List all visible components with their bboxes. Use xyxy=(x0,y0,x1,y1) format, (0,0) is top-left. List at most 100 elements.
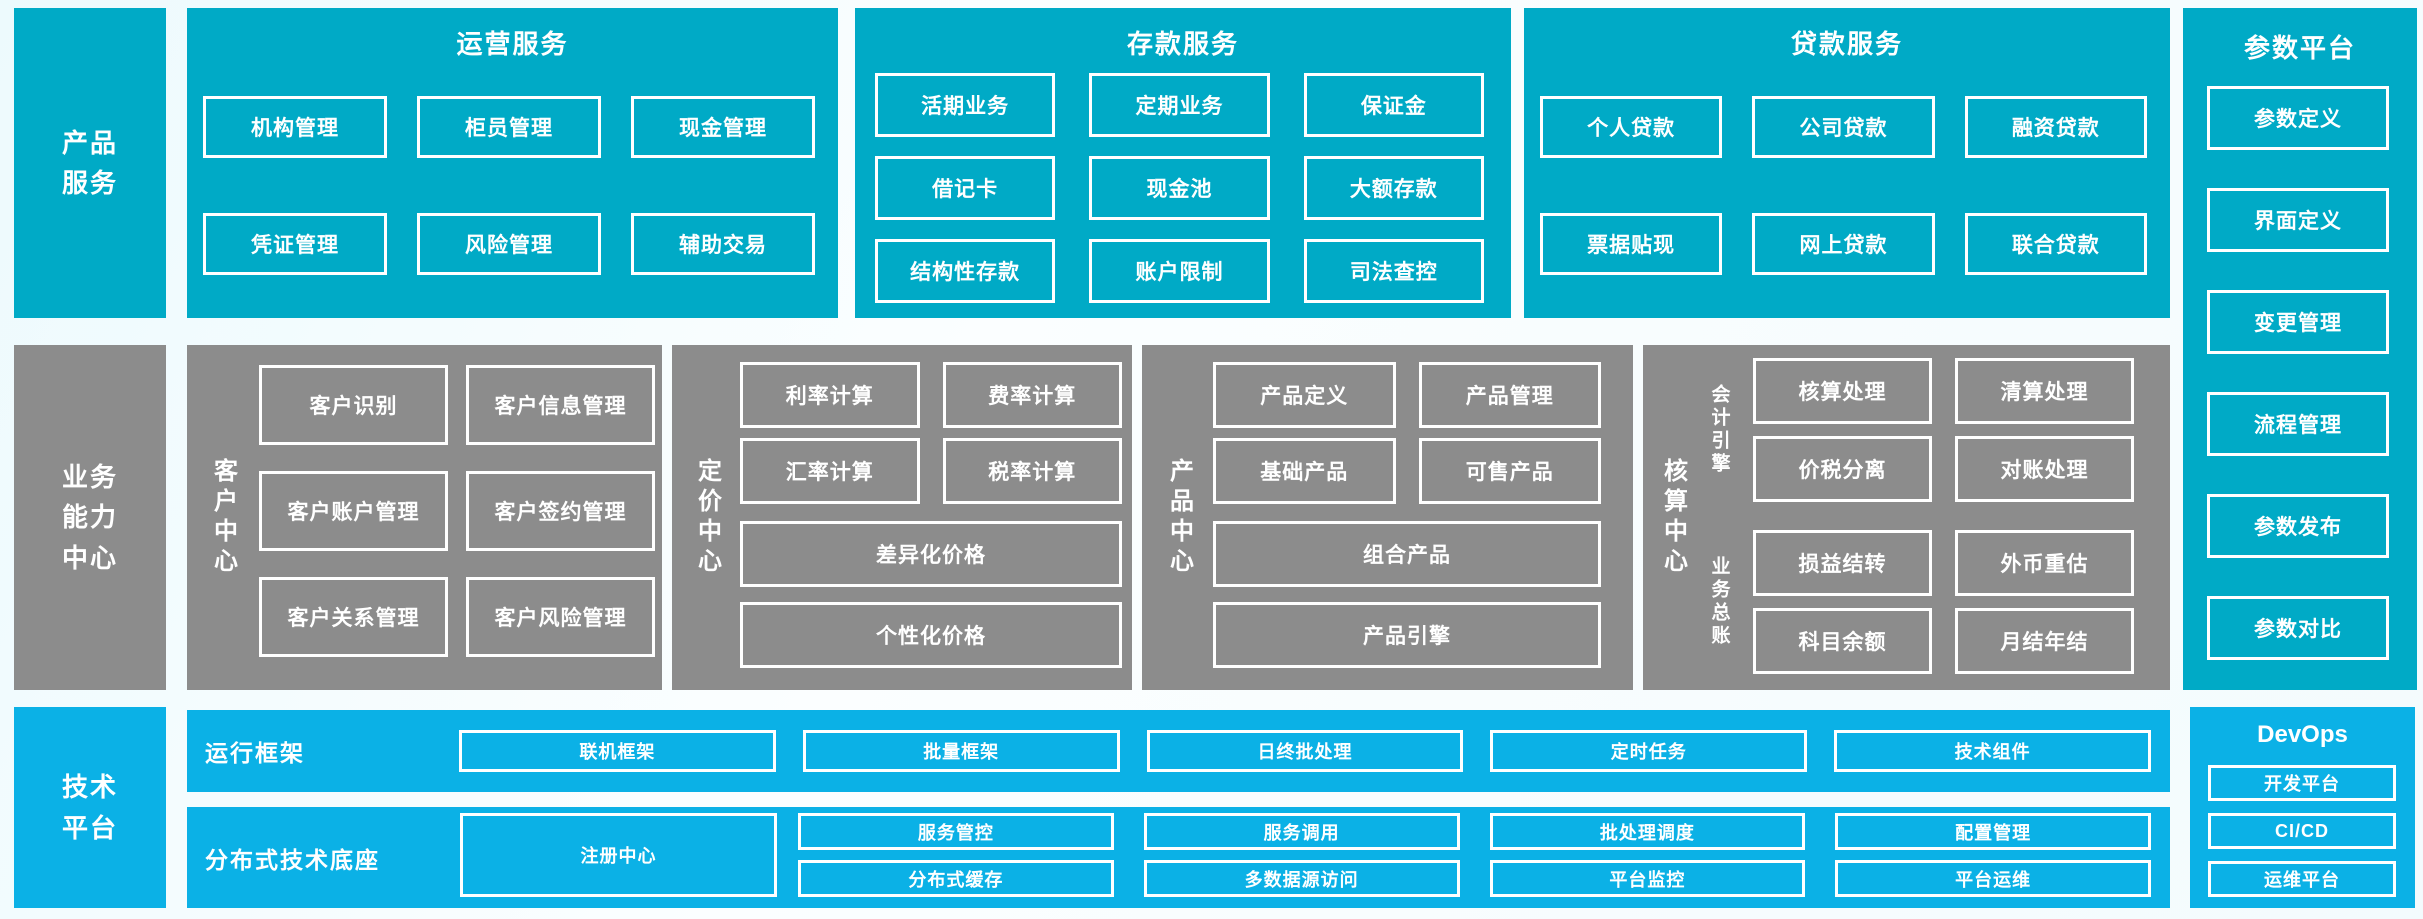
pricing-center-label: 定价中心 xyxy=(693,457,721,578)
business-ledger-item: 外币重估 xyxy=(1955,530,2134,596)
distributed-item: 平台监控 xyxy=(1489,860,1806,897)
operations-item: 柜员管理 xyxy=(417,96,601,158)
loan-item: 联合贷款 xyxy=(1964,213,2147,275)
distributed-base-label: 分布式技术底座 xyxy=(205,846,380,873)
business-ledger-grid: 损益结转 外币重估 科目余额 月结年结 xyxy=(1753,530,2134,674)
product-center-panel: 产品中心 产品定义 产品管理 基础产品 可售产品 组合产品 产品引擎 xyxy=(1142,345,1633,690)
deposit-item: 保证金 xyxy=(1303,73,1484,137)
runtime-item: 批量框架 xyxy=(802,730,1120,772)
parameter-platform-title: 参数平台 xyxy=(2243,33,2356,63)
deposit-item: 活期业务 xyxy=(875,73,1056,137)
customer-item: 客户信息管理 xyxy=(466,365,655,445)
deposit-item: 现金池 xyxy=(1089,156,1270,220)
accounting-engine-label-wrap: 会计引擎 xyxy=(1699,358,1739,502)
registry-center-box: 注册中心 xyxy=(460,813,777,897)
pricing-center-rows: 利率计算 费率计算 汇率计算 税率计算 差异化价格 个性化价格 xyxy=(740,362,1122,668)
parameter-platform-stack: 参数定义 界面定义 变更管理 流程管理 参数发布 参数对比 xyxy=(2207,86,2389,660)
parameter-platform-panel: 参数平台 参数定义 界面定义 变更管理 流程管理 参数发布 参数对比 xyxy=(2183,8,2417,690)
runtime-framework-panel: 运行框架 联机框架 批量框架 日终批处理 定时任务 技术组件 xyxy=(187,710,2170,792)
operations-item: 辅助交易 xyxy=(631,213,815,275)
devops-title: DevOps xyxy=(2257,721,2348,748)
customer-center-panel: 客户中心 客户识别 客户信息管理 客户账户管理 客户签约管理 客户关系管理 客户… xyxy=(187,345,662,690)
product-item: 产品定义 xyxy=(1213,362,1396,428)
pricing-row: 汇率计算 税率计算 xyxy=(740,438,1122,504)
distributed-item: 批处理调度 xyxy=(1489,813,1806,850)
customer-center-label: 客户中心 xyxy=(209,457,237,578)
pricing-item-wide: 差异化价格 xyxy=(740,521,1122,587)
rail-product-services: 产品 服务 xyxy=(14,8,166,318)
product-item-wide: 组合产品 xyxy=(1213,521,1601,587)
devops-stack: 开发平台 CI/CD 运维平台 xyxy=(2208,765,2396,897)
deposit-grid: 活期业务 定期业务 保证金 借记卡 现金池 大额存款 结构性存款 账户限制 司法… xyxy=(875,73,1484,303)
parameter-item: 参数定义 xyxy=(2207,86,2389,150)
loan-item: 个人贷款 xyxy=(1540,96,1723,158)
distributed-base-grid: 服务管控 服务调用 批处理调度 配置管理 分布式缓存 多数据源访问 平台监控 平… xyxy=(798,813,2151,897)
operations-panel: 运营服务 机构管理 柜员管理 现金管理 凭证管理 风险管理 辅助交易 xyxy=(187,8,838,318)
runtime-item: 技术组件 xyxy=(1834,730,2151,772)
customer-item: 客户账户管理 xyxy=(259,471,448,551)
deposit-panel: 存款服务 活期业务 定期业务 保证金 借记卡 现金池 大额存款 结构性存款 账户… xyxy=(855,8,1511,318)
customer-item: 客户签约管理 xyxy=(466,471,655,551)
deposit-item: 结构性存款 xyxy=(875,239,1056,303)
parameter-item: 界面定义 xyxy=(2207,188,2389,252)
accounting-engine-label: 会计引擎 xyxy=(1708,384,1730,476)
devops-item: 开发平台 xyxy=(2208,765,2396,801)
parameter-item: 流程管理 xyxy=(2207,392,2389,456)
loan-item: 网上贷款 xyxy=(1752,213,1935,275)
accounting-engine-item: 清算处理 xyxy=(1955,358,2134,424)
distributed-item: 服务调用 xyxy=(1143,813,1460,850)
business-ledger-item: 月结年结 xyxy=(1955,608,2134,674)
product-item: 产品管理 xyxy=(1418,362,1601,428)
parameter-item: 参数发布 xyxy=(2207,494,2389,558)
pricing-row: 利率计算 费率计算 xyxy=(740,362,1122,428)
product-row: 产品定义 产品管理 xyxy=(1213,362,1601,428)
operations-item: 风险管理 xyxy=(417,213,601,275)
customer-item: 客户关系管理 xyxy=(259,577,448,657)
customer-center-label-wrap: 客户中心 xyxy=(201,345,245,690)
operations-item: 现金管理 xyxy=(631,96,815,158)
runtime-framework-label: 运行框架 xyxy=(205,740,305,766)
accounting-center-label: 核算中心 xyxy=(1659,457,1687,578)
pricing-center-panel: 定价中心 利率计算 费率计算 汇率计算 税率计算 差异化价格 个性化价格 xyxy=(672,345,1132,690)
product-item: 基础产品 xyxy=(1213,438,1396,504)
product-center-rows: 产品定义 产品管理 基础产品 可售产品 组合产品 产品引擎 xyxy=(1213,362,1601,668)
product-center-label: 产品中心 xyxy=(1165,457,1193,578)
accounting-engine-item: 核算处理 xyxy=(1753,358,1932,424)
distributed-item: 配置管理 xyxy=(1835,813,2151,850)
devops-panel: DevOps 开发平台 CI/CD 运维平台 xyxy=(2190,707,2415,908)
devops-item: 运维平台 xyxy=(2208,861,2396,897)
runtime-item: 定时任务 xyxy=(1490,730,1808,772)
loan-item: 融资贷款 xyxy=(1964,96,2147,158)
deposit-item: 账户限制 xyxy=(1089,239,1270,303)
pricing-item: 利率计算 xyxy=(740,362,920,428)
deposit-item: 大额存款 xyxy=(1303,156,1484,220)
pricing-item: 费率计算 xyxy=(942,362,1122,428)
customer-item: 客户识别 xyxy=(259,365,448,445)
pricing-item: 汇率计算 xyxy=(740,438,920,504)
parameter-item: 变更管理 xyxy=(2207,290,2389,354)
deposit-item: 定期业务 xyxy=(1089,73,1270,137)
customer-center-grid: 客户识别 客户信息管理 客户账户管理 客户签约管理 客户关系管理 客户风险管理 xyxy=(259,365,655,657)
pricing-center-label-wrap: 定价中心 xyxy=(688,345,726,690)
accounting-engine-item: 价税分离 xyxy=(1753,436,1932,502)
product-row: 基础产品 可售产品 xyxy=(1213,438,1601,504)
deposit-item: 借记卡 xyxy=(875,156,1056,220)
product-item-wide: 产品引擎 xyxy=(1213,602,1601,668)
loan-grid: 个人贷款 公司贷款 融资贷款 票据贴现 网上贷款 联合贷款 xyxy=(1540,96,2147,275)
parameter-item: 参数对比 xyxy=(2207,596,2389,660)
operations-item: 机构管理 xyxy=(203,96,387,158)
accounting-center-panel: 核算中心 会计引擎 核算处理 清算处理 价税分离 对账处理 业务总账 损益结转 … xyxy=(1643,345,2170,690)
runtime-item: 联机框架 xyxy=(459,730,776,772)
business-ledger-label-wrap: 业务总账 xyxy=(1699,530,1739,674)
customer-item: 客户风险管理 xyxy=(466,577,655,657)
loan-item: 公司贷款 xyxy=(1752,96,1935,158)
distributed-item: 分布式缓存 xyxy=(798,860,1114,897)
runtime-item: 日终批处理 xyxy=(1146,730,1464,772)
accounting-engine-grid: 核算处理 清算处理 价税分离 对账处理 xyxy=(1753,358,2134,502)
business-ledger-item: 科目余额 xyxy=(1753,608,1932,674)
pricing-item: 税率计算 xyxy=(942,438,1122,504)
distributed-base-panel: 分布式技术底座 注册中心 服务管控 服务调用 批处理调度 配置管理 分布式缓存 … xyxy=(187,807,2170,908)
loan-title: 贷款服务 xyxy=(1790,29,1903,59)
distributed-item: 多数据源访问 xyxy=(1143,860,1460,897)
loan-item: 票据贴现 xyxy=(1540,213,1723,275)
